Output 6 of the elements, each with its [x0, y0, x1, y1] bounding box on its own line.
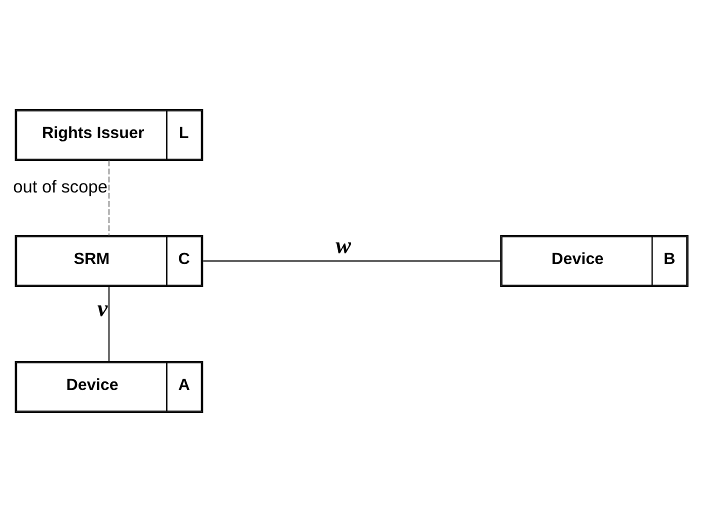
- connector: [203, 260, 500, 262]
- edge-label: v: [97, 294, 108, 321]
- connector: [108, 286, 110, 362]
- edge-label: w: [336, 232, 352, 258]
- edge-label: out of scope: [13, 176, 108, 196]
- connector: [108, 160, 110, 236]
